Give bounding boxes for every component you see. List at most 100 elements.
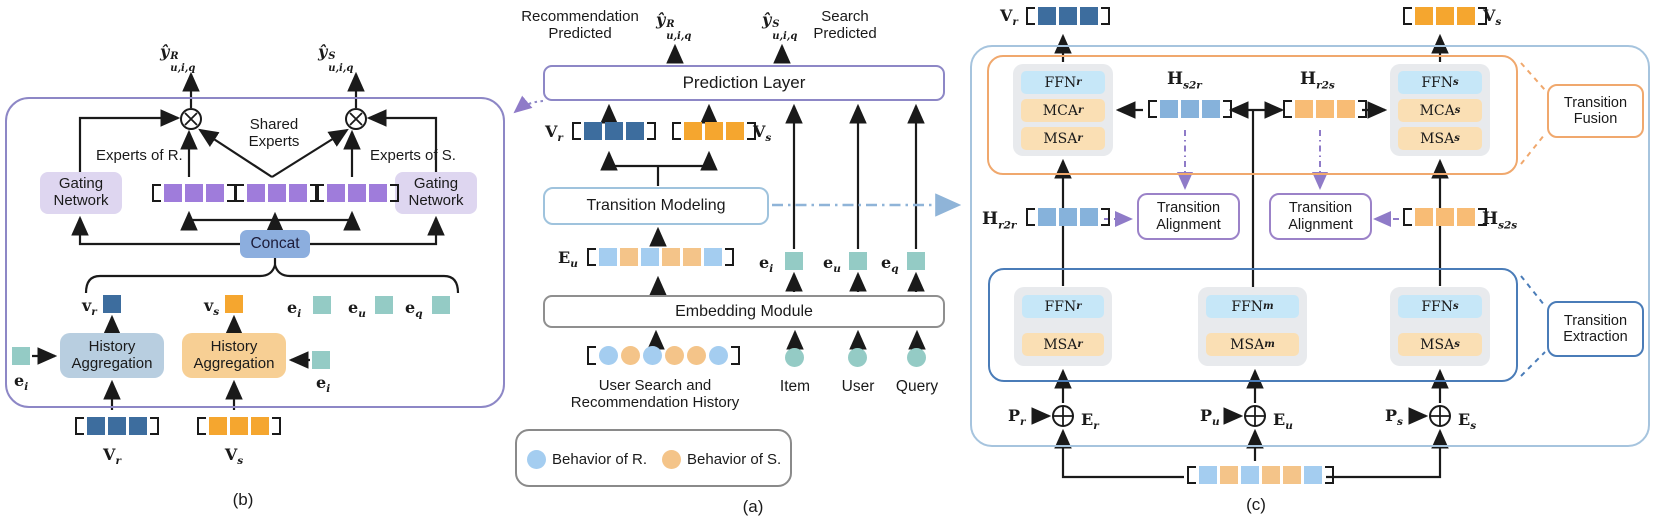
light_blue-cell	[599, 346, 618, 365]
H-r2r-vector	[1023, 203, 1113, 231]
orange-cell	[230, 417, 248, 435]
orange-cell	[705, 122, 723, 140]
e-q-square	[432, 296, 450, 314]
h_orange-cell	[1295, 100, 1313, 118]
shared-experts-vector	[232, 179, 322, 207]
V-s-label-c: Vs	[1483, 6, 1502, 29]
e-u-label: eu	[348, 298, 366, 321]
H-r2s-label: Hr2s	[1300, 69, 1335, 92]
e-i-square	[313, 296, 331, 314]
e-i-left-label: ei	[14, 371, 29, 394]
e-q-label: eq	[405, 298, 423, 321]
P-r-label: Pr	[1008, 406, 1026, 429]
purple-cell	[327, 184, 345, 202]
v-s-square	[225, 295, 243, 313]
light_blue-cell	[643, 346, 662, 365]
light_orange-cell	[662, 248, 680, 266]
dark_blue-cell	[605, 122, 623, 140]
light_orange-cell	[1262, 466, 1280, 484]
h_orange-cell	[1316, 100, 1334, 118]
dark_blue-cell	[129, 417, 147, 435]
dark_blue-cell	[108, 417, 126, 435]
orange-cell	[1457, 7, 1475, 25]
orange-cell	[1415, 7, 1433, 25]
V-s-vector-a	[669, 117, 759, 145]
V-s-vector-c	[1400, 2, 1490, 30]
user-node	[848, 348, 867, 367]
add-operator-icons	[1052, 405, 1451, 427]
light_orange-cell	[621, 346, 640, 365]
V-s-label: Vs	[224, 445, 244, 468]
light_orange-cell	[1283, 466, 1301, 484]
purple-cell	[185, 184, 203, 202]
e-i-label: ei	[287, 298, 302, 321]
H-r2r-label: Hr2r	[982, 209, 1017, 232]
h_blue-cell	[1038, 208, 1056, 226]
panel-c-caption: (c)	[1246, 495, 1266, 514]
E-r-label: Er	[1081, 410, 1099, 433]
V-r-history-vector	[72, 412, 162, 440]
history-sequence	[584, 341, 743, 370]
light_blue-cell	[1199, 466, 1217, 484]
e-i-square-a	[785, 252, 803, 270]
light_orange-cell	[687, 346, 706, 365]
prediction-to-panel-b-link	[513, 95, 544, 114]
v-r-square	[103, 295, 121, 313]
V-r-label: Vr	[103, 445, 121, 468]
h_orange-cell	[1436, 208, 1454, 226]
e-i-right-square	[312, 351, 330, 369]
embedding-module-block: Embedding Module	[543, 295, 945, 328]
V-r-vector-a	[569, 117, 659, 145]
experts-of-s-label: Experts of S.	[370, 147, 456, 164]
e-q-label-a: eq	[881, 253, 899, 276]
e-q-square-a	[907, 252, 925, 270]
light_orange-cell	[1220, 466, 1238, 484]
light_orange-cell	[620, 248, 638, 266]
e-i-left-square	[12, 347, 30, 365]
light_blue-cell	[1241, 466, 1259, 484]
legend-box	[515, 429, 792, 487]
transition-modeling-block: Transition Modeling	[543, 187, 769, 225]
transition-fusion-container	[987, 55, 1518, 175]
h_blue-cell	[1059, 208, 1077, 226]
H-s2s-label: Hs2s	[1482, 209, 1518, 232]
purple-cell	[164, 184, 182, 202]
purple-cell	[369, 184, 387, 202]
purple-cell	[289, 184, 307, 202]
purple-cell	[247, 184, 265, 202]
orange-cell	[1436, 7, 1454, 25]
h_orange-cell	[1415, 208, 1433, 226]
prediction-layer-block: Prediction Layer	[543, 65, 945, 101]
experts-r-vector	[149, 179, 239, 207]
transition-extraction-container	[988, 268, 1518, 382]
E-s-label: Es	[1458, 410, 1477, 433]
H-s2r-label: Hs2r	[1167, 69, 1202, 92]
H-s2r-vector	[1145, 95, 1235, 123]
item-node	[785, 348, 804, 367]
orange-cell	[209, 417, 227, 435]
light_blue-cell	[1304, 466, 1322, 484]
v-s-label: vs	[204, 296, 220, 319]
h_blue-cell	[1080, 208, 1098, 226]
dark_blue-cell	[1080, 7, 1098, 25]
